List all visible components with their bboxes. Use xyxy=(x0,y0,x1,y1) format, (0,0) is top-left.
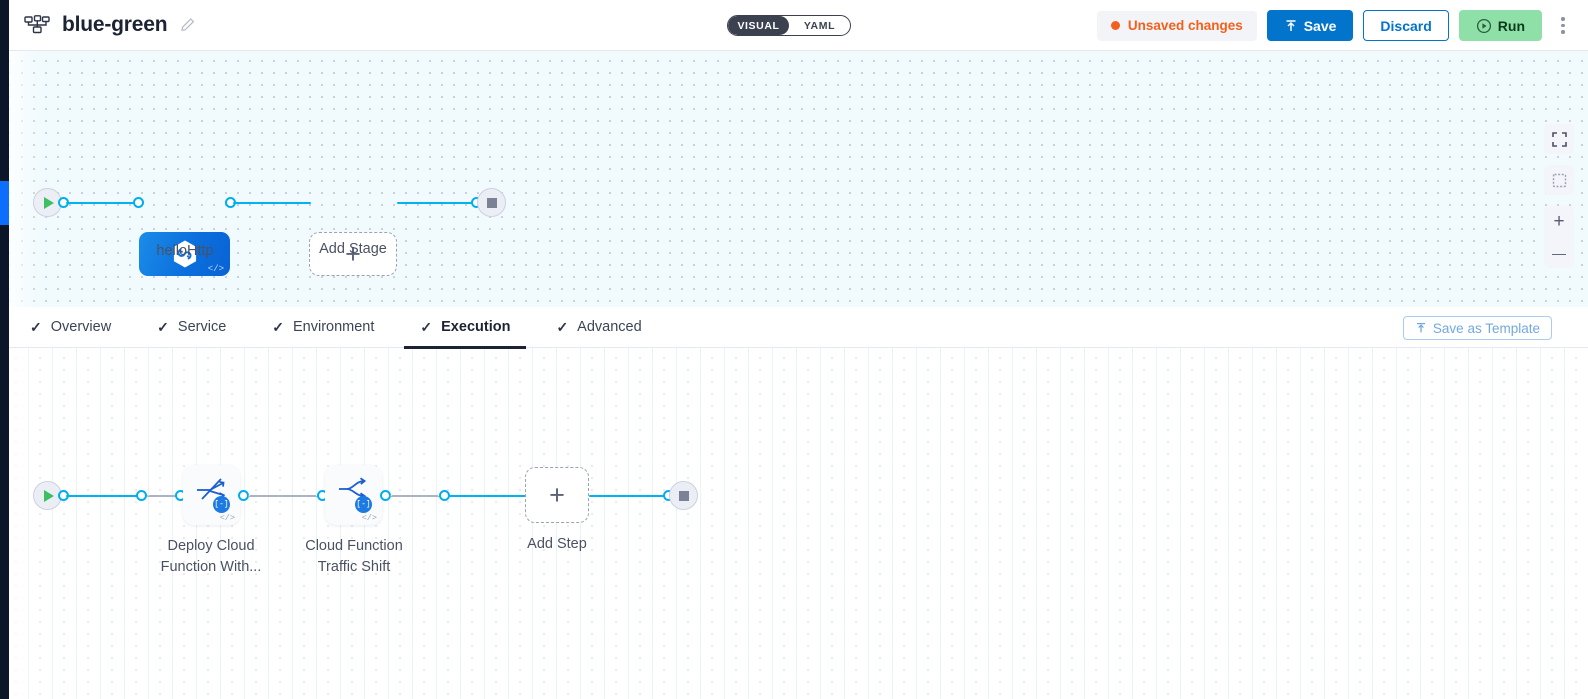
fullscreen-icon xyxy=(1551,131,1567,147)
deploy-cloud-function-icon xyxy=(183,469,240,509)
run-button-label: Run xyxy=(1497,17,1525,34)
zoom-in-button[interactable]: + xyxy=(1553,211,1565,232)
stage-label-hellohttp: helloHttp xyxy=(156,243,214,259)
page-title: blue-green xyxy=(62,13,168,36)
execution-canvas[interactable]: Execution Rollback Blue Green xyxy=(0,348,1588,699)
tab-check-icon: ✓ xyxy=(420,318,433,335)
fit-to-screen-icon xyxy=(1552,173,1566,187)
left-nav-rail-active-indicator xyxy=(0,181,9,225)
pencil-icon[interactable] xyxy=(179,16,197,34)
play-triangle-icon xyxy=(44,196,54,209)
fit-to-screen-button[interactable] xyxy=(1544,165,1574,195)
bottom-edge-step2-exit xyxy=(390,494,440,497)
visual-yaml-toggle[interactable]: VISUAL YAML xyxy=(727,15,851,36)
step-label-deploy-cloud-function: Deploy Cloud Function With... xyxy=(151,536,271,578)
bottom-end-node[interactable] xyxy=(669,481,698,510)
harness-hexagon-icon xyxy=(172,240,198,269)
step-code-icon: </> xyxy=(361,513,377,523)
top-edge-stage-addstage xyxy=(233,201,311,204)
top-end-node[interactable] xyxy=(477,188,506,217)
add-stage-button[interactable]: + xyxy=(309,232,397,276)
bottom-edge-addstep-end xyxy=(589,494,674,497)
tab-label: Environment xyxy=(293,319,375,335)
app-header: blue-green VISUAL YAML Unsaved changes S… xyxy=(0,0,1588,51)
unsaved-dot-icon xyxy=(1110,21,1120,30)
tab-check-icon: ✓ xyxy=(157,318,169,335)
top-stage-in-port[interactable] xyxy=(133,197,144,208)
top-start-node[interactable] xyxy=(33,188,62,217)
step-config-chip: [-] xyxy=(355,496,372,513)
tab-service[interactable]: ✓ Service xyxy=(141,307,242,348)
tab-label: Execution xyxy=(441,319,511,335)
step-node-deploy-cloud-function[interactable]: [-] </> xyxy=(183,465,240,525)
stage-canvas[interactable]: </> helloHttp + Add Stage + — xyxy=(0,51,1588,307)
tab-check-icon: ✓ xyxy=(272,318,284,335)
play-triangle-icon xyxy=(44,489,54,502)
save-button-label: Save xyxy=(1303,17,1337,34)
stop-square-icon xyxy=(486,197,497,208)
tab-label: Advanced xyxy=(577,319,642,335)
tab-label: Service xyxy=(177,319,227,335)
template-upload-icon xyxy=(1415,322,1427,334)
step-node-cloud-function-traffic-shift[interactable]: [-] </> xyxy=(325,465,382,525)
add-step-button[interactable]: + xyxy=(525,467,589,523)
save-as-template-label: Save as Template xyxy=(1432,320,1540,336)
traffic-shift-icon xyxy=(325,469,382,509)
step-label-line2: Function With... xyxy=(160,559,262,575)
pipeline-icon xyxy=(24,15,50,35)
step-label-line1: Cloud Function xyxy=(305,538,403,554)
step-label-cloud-function-traffic-shift: Cloud Function Traffic Shift xyxy=(294,536,414,578)
add-step-label: Add Step xyxy=(527,536,587,552)
canvas-controls: + — xyxy=(1544,124,1574,268)
status-badge-unsaved: Unsaved changes xyxy=(1096,10,1257,41)
config-tab-bar: ✓ Overview ✓ Service ✓ Environment ✓ Exe… xyxy=(0,307,1588,349)
bottom-edge-start-group xyxy=(66,494,144,497)
stage-code-icon: </> xyxy=(207,264,224,274)
tab-overview[interactable]: ✓ Overview xyxy=(14,307,127,348)
save-button[interactable]: Save xyxy=(1266,10,1354,41)
step-label-line1: Deploy Cloud xyxy=(167,538,255,554)
step-config-chip: [-] xyxy=(213,496,230,513)
save-as-template-button[interactable]: Save as Template xyxy=(1402,316,1552,340)
mode-tab-visual[interactable]: VISUAL xyxy=(728,16,789,35)
canvas-left-fade xyxy=(9,51,39,307)
unsaved-label: Unsaved changes xyxy=(1127,18,1243,33)
top-edge-start-stage xyxy=(66,201,144,204)
canvas-left-fade xyxy=(9,348,39,699)
run-button[interactable]: Run xyxy=(1458,10,1542,41)
tab-label: Overview xyxy=(50,319,112,335)
kebab-menu-icon[interactable] xyxy=(1552,10,1574,42)
tab-advanced[interactable]: ✓ Advanced xyxy=(540,307,657,348)
step-code-icon: </> xyxy=(219,513,235,523)
mode-tab-yaml[interactable]: YAML xyxy=(803,19,836,32)
tab-check-icon: ✓ xyxy=(30,318,42,335)
zoom-controls[interactable]: + — xyxy=(1544,206,1574,268)
bottom-edge-step1-step2 xyxy=(248,494,318,497)
header-left-group: blue-green xyxy=(0,13,197,37)
fullscreen-button[interactable] xyxy=(1544,124,1574,154)
stage-node-hellohttp[interactable]: </> xyxy=(139,232,230,276)
group-entry-port[interactable] xyxy=(136,490,147,501)
discard-button[interactable]: Discard xyxy=(1363,10,1449,41)
add-stage-label: Add Stage xyxy=(319,241,387,257)
save-upload-icon xyxy=(1284,19,1298,33)
step-label-line2: Traffic Shift xyxy=(317,559,391,575)
tab-check-icon: ✓ xyxy=(556,318,569,335)
run-play-icon xyxy=(1476,18,1492,34)
bottom-edge-group-addstep xyxy=(449,494,527,497)
top-edge-addstage-end xyxy=(397,201,482,204)
tab-environment[interactable]: ✓ Environment xyxy=(256,307,390,348)
zoom-out-button[interactable]: — xyxy=(1552,244,1566,261)
stop-square-icon xyxy=(678,490,689,501)
header-actions: Unsaved changes Save Discard Run xyxy=(1096,0,1574,51)
bottom-edge-entry-step1 xyxy=(147,494,177,497)
left-nav-rail xyxy=(0,0,9,699)
tab-execution[interactable]: ✓ Execution xyxy=(404,307,527,349)
